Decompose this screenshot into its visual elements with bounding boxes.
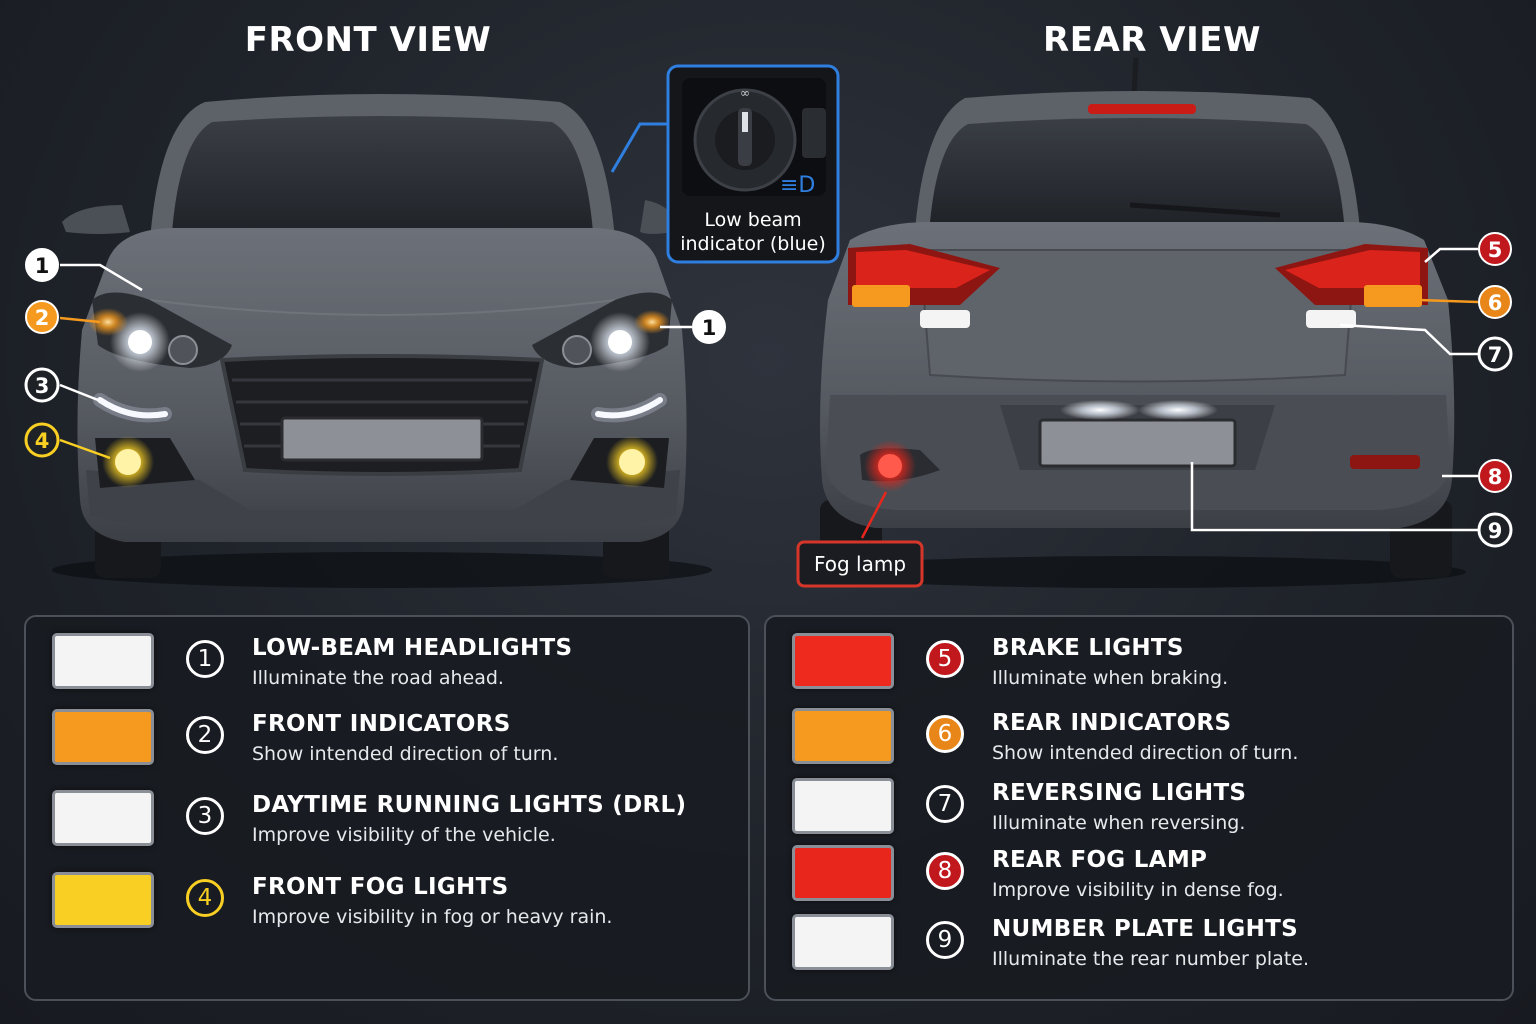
svg-text:∞: ∞ — [740, 86, 750, 100]
svg-text:5: 5 — [1488, 238, 1503, 262]
legend-item-reversing: 7 REVERSING LIGHTS Illuminate when rever… — [766, 778, 1512, 838]
legend-desc: Illuminate when braking. — [992, 667, 1229, 689]
legend-desc: Improve visibility in fog or heavy rain. — [252, 906, 613, 928]
legend-title: BRAKE LIGHTS — [992, 635, 1184, 661]
fog-lamp-callout-box — [796, 540, 924, 588]
number-badge: 7 — [926, 785, 964, 823]
legend-desc: Show intended direction of turn. — [992, 742, 1299, 764]
legend-desc: Show intended direction of turn. — [252, 743, 559, 765]
svg-text:6: 6 — [1488, 291, 1503, 315]
legend-title: DAYTIME RUNNING LIGHTS (DRL) — [252, 792, 687, 818]
marker-6: 6 — [1478, 285, 1512, 319]
car-illustrations: 1 2 1 3 4 ∞ ≡D — [24, 57, 1513, 588]
front-leader-lines — [59, 263, 692, 460]
number-badge: 1 — [186, 640, 224, 678]
legend-desc: Illuminate the rear number plate. — [992, 948, 1310, 970]
legend-rear-panel: 5 BRAKE LIGHTS Illuminate when braking. … — [764, 615, 1514, 1001]
legend-title: REVERSING LIGHTS — [992, 780, 1247, 806]
marker-9: 9 — [1477, 512, 1513, 548]
rear-markers: 5 6 7 8 9 — [1477, 232, 1513, 548]
rear-car — [806, 57, 1466, 588]
marker-5: 5 — [1478, 232, 1512, 266]
color-swatch — [792, 914, 894, 970]
marker-3: 3 — [24, 367, 60, 403]
number-badge: 2 — [186, 716, 224, 754]
color-swatch — [792, 633, 894, 689]
marker-4: 4 — [24, 422, 60, 458]
svg-text:1: 1 — [702, 316, 717, 340]
legend-item-brake: 5 BRAKE LIGHTS Illuminate when braking. — [766, 633, 1512, 693]
legend-item-front-fog: 4 FRONT FOG LIGHTS Improve visibility in… — [26, 872, 748, 932]
color-swatch — [52, 709, 154, 765]
legend-desc: Improve visibility of the vehicle. — [252, 824, 556, 846]
marker-8: 8 — [1478, 459, 1512, 493]
marker-7: 7 — [1477, 336, 1513, 372]
legend-item-rear-fog: 8 REAR FOG LAMP Improve visibility in de… — [766, 845, 1512, 905]
low-beam-label-line2: indicator (blue) — [680, 233, 826, 255]
marker-1-right: 1 — [692, 310, 726, 344]
legend-title: FRONT INDICATORS — [252, 711, 511, 737]
number-badge: 9 — [926, 921, 964, 959]
legend-desc: Illuminate the road ahead. — [252, 667, 504, 689]
front-car — [52, 94, 712, 588]
legend-desc: Improve visibility in dense fog. — [992, 879, 1284, 901]
svg-text:7: 7 — [1488, 343, 1503, 367]
number-badge: 5 — [926, 640, 964, 678]
number-badge: 6 — [926, 715, 964, 753]
legend-title: REAR FOG LAMP — [992, 847, 1208, 873]
color-swatch — [52, 790, 154, 846]
svg-text:2: 2 — [35, 306, 50, 330]
low-beam-icon: ≡D — [780, 173, 815, 198]
legend-front-panel: 1 LOW-BEAM HEADLIGHTS Illuminate the roa… — [24, 615, 750, 1001]
legend-item-plate: 9 NUMBER PLATE LIGHTS Illuminate the rea… — [766, 914, 1512, 974]
low-beam-callout-text: Low beam indicator (blue) — [668, 208, 838, 256]
low-beam-indicator-callout: ∞ ≡D — [666, 64, 840, 264]
low-beam-label-line1: Low beam — [704, 209, 802, 231]
rear-leader-lines — [860, 247, 1479, 539]
fog-lamp-callout-text: Fog lamp — [813, 552, 907, 576]
color-swatch — [792, 778, 894, 834]
legend-title: NUMBER PLATE LIGHTS — [992, 916, 1299, 942]
svg-text:3: 3 — [35, 374, 50, 398]
color-swatch — [792, 708, 894, 764]
legend-item-drl: 3 DAYTIME RUNNING LIGHTS (DRL) Improve v… — [26, 790, 748, 850]
legend-item-low-beam: 1 LOW-BEAM HEADLIGHTS Illuminate the roa… — [26, 633, 748, 693]
svg-text:4: 4 — [35, 429, 50, 453]
legend-item-rear-indicators: 6 REAR INDICATORS Show intended directio… — [766, 708, 1512, 768]
number-badge: 8 — [926, 852, 964, 890]
number-badge: 3 — [186, 797, 224, 835]
legend-item-front-indicators: 2 FRONT INDICATORS Show intended directi… — [26, 709, 748, 769]
color-swatch — [52, 633, 154, 689]
legend-title: LOW-BEAM HEADLIGHTS — [252, 635, 573, 661]
color-swatch — [52, 872, 154, 928]
svg-text:1: 1 — [35, 254, 50, 278]
svg-text:9: 9 — [1488, 519, 1503, 543]
front-view-title: FRONT VIEW — [244, 20, 492, 60]
front-markers: 1 2 1 3 4 — [24, 248, 726, 458]
legend-desc: Illuminate when reversing. — [992, 812, 1246, 834]
number-badge: 4 — [186, 879, 224, 917]
rear-view-title: REAR VIEW — [1043, 20, 1261, 60]
marker-2: 2 — [25, 300, 59, 334]
low-beam-callout-line — [610, 122, 668, 173]
color-swatch — [792, 845, 894, 901]
marker-1-left: 1 — [25, 248, 59, 282]
svg-text:8: 8 — [1488, 465, 1503, 489]
legend-title: REAR INDICATORS — [992, 710, 1232, 736]
legend-title: FRONT FOG LIGHTS — [252, 874, 509, 900]
